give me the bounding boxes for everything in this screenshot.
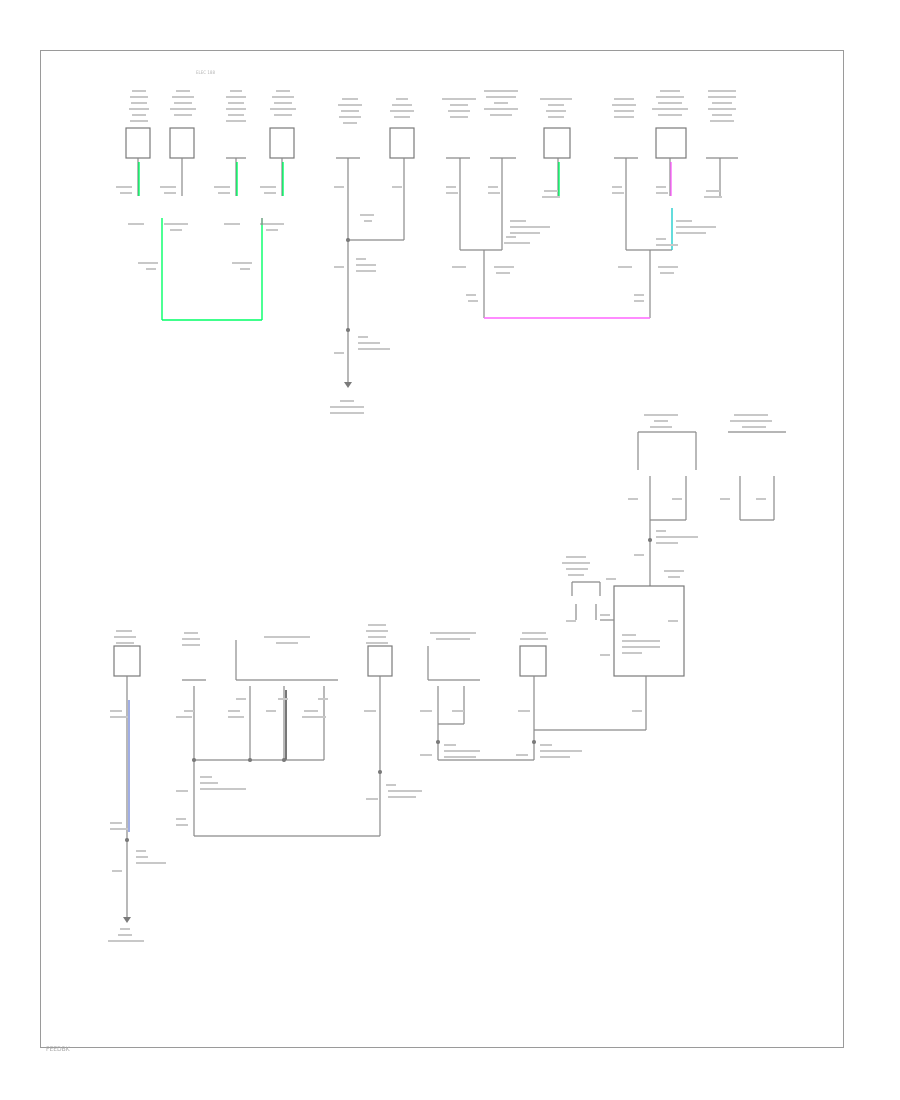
top-header-label: ELEC 188 — [196, 70, 215, 75]
component-box — [169, 127, 195, 159]
component-box — [389, 127, 415, 159]
component-box — [543, 127, 571, 159]
component-box — [655, 127, 687, 159]
bottom-row-labels — [114, 624, 548, 646]
component-label-stacks — [129, 90, 736, 124]
upper-right-components — [562, 414, 786, 622]
bottom-row-components — [113, 640, 547, 681]
ground-wire-blue — [108, 676, 166, 942]
ground-group-left — [116, 158, 284, 321]
ground-network-bottom — [176, 676, 646, 837]
module-box — [600, 585, 685, 730]
component-box — [125, 127, 151, 159]
ground-chain-center — [330, 158, 405, 414]
ground-group-right — [446, 158, 722, 319]
top-component-row — [125, 90, 738, 159]
footer-code: FEEDBK — [46, 1046, 70, 1053]
diagram-frame — [40, 50, 844, 1048]
component-box — [269, 127, 295, 159]
